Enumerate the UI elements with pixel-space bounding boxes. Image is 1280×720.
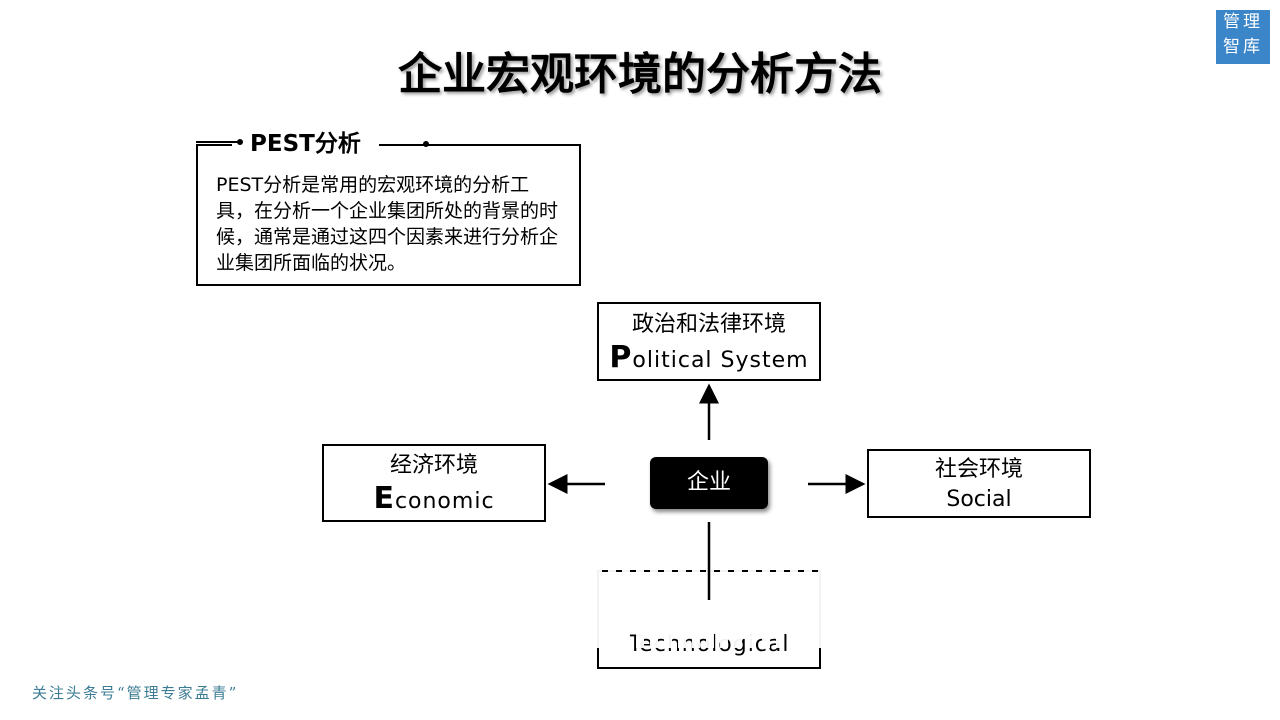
social-en: Social [946, 487, 1012, 512]
logo: 管理智库 [1216, 10, 1270, 64]
image-artifact [560, 568, 830, 648]
pest-description-box: PEST分析是常用的宏观环境的分析工具，在分析一个企业集团所处的背景的时候，通常… [196, 144, 581, 286]
economic-en: Economic [324, 481, 544, 516]
initial: E [373, 481, 395, 516]
page-title: 企业宏观环境的分析方法 [398, 49, 882, 100]
logo-line1: 管理 [1223, 12, 1263, 32]
footer-note: 关注头条号“管理专家孟青” [32, 684, 239, 702]
initial: P [609, 340, 633, 375]
rest: olitical System [632, 348, 809, 373]
social-box: 社会环境 Social [867, 449, 1091, 518]
economic-cn: 经济环境 [389, 453, 478, 478]
social-cn: 社会环境 [934, 457, 1023, 482]
economic-box: 经济环境 Economic [322, 444, 546, 522]
pest-heading: PEST分析 [232, 124, 379, 158]
political-cn: 政治和法律环境 [631, 312, 786, 337]
rest: conomic [394, 489, 495, 514]
center-node: 企业 [650, 457, 768, 509]
pest-body: PEST分析是常用的宏观环境的分析工具，在分析一个企业集团所处的背景的时候，通常… [216, 174, 559, 274]
political-en: Political System [599, 340, 819, 375]
logo-line2: 智库 [1223, 37, 1263, 57]
political-box: 政治和法律环境 Political System [597, 302, 821, 381]
